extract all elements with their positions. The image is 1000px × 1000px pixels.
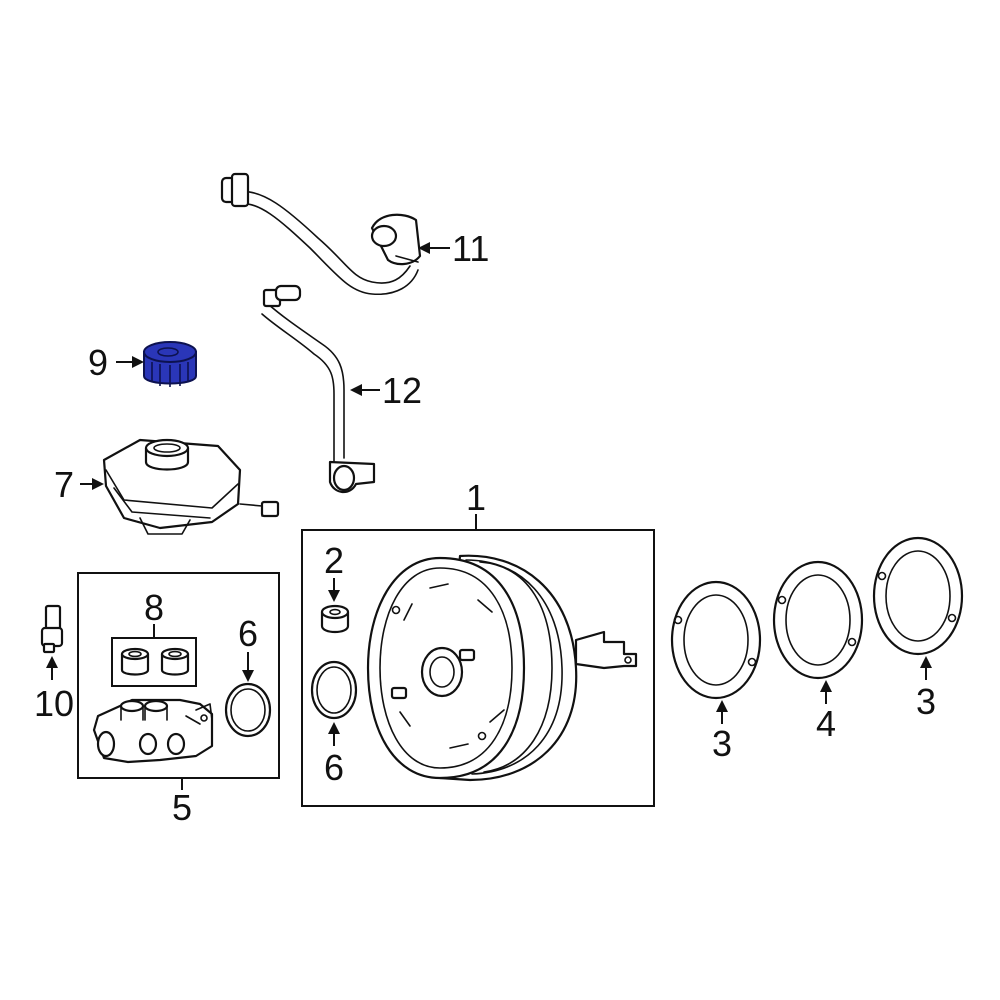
callout-2: 2 xyxy=(324,540,344,602)
part-8-seal-kit[interactable] xyxy=(111,637,197,687)
callout-9: 9 xyxy=(88,342,144,383)
callout-8: 8 xyxy=(144,587,164,638)
callout-2-label: 2 xyxy=(324,540,344,581)
callout-5-label: 5 xyxy=(172,787,192,828)
callout-3-right-label: 3 xyxy=(916,681,936,722)
callout-3-left: 3 xyxy=(712,700,732,764)
part-10-sensor[interactable] xyxy=(40,604,64,654)
callout-12-label: 12 xyxy=(382,370,422,411)
part-6-o-ring-master[interactable] xyxy=(224,682,272,738)
part-7-fluid-reservoir[interactable] xyxy=(102,438,280,535)
callout-11-label: 11 xyxy=(452,228,489,269)
callout-6-master-label: 6 xyxy=(238,613,258,654)
part-3-gasket-right[interactable] xyxy=(872,536,964,656)
part-11-vacuum-hose[interactable] xyxy=(220,172,422,295)
part-6-o-ring-booster[interactable] xyxy=(310,660,358,720)
part-4-gasket[interactable] xyxy=(772,560,864,680)
brake-booster-box xyxy=(301,529,655,807)
part-9-reservoir-cap[interactable] xyxy=(143,341,197,387)
callout-12: 12 xyxy=(350,370,422,411)
callout-3-left-label: 3 xyxy=(712,723,732,764)
callout-10: 10 xyxy=(34,656,74,724)
callout-8-label: 8 xyxy=(144,587,164,628)
callout-9-label: 9 xyxy=(88,342,108,383)
part-2-grommet[interactable] xyxy=(320,604,350,634)
callout-1-label: 1 xyxy=(466,477,486,518)
callout-5: 5 xyxy=(172,778,192,828)
callout-7: 7 xyxy=(54,464,104,505)
callout-10-label: 10 xyxy=(34,683,74,724)
callout-3-right: 3 xyxy=(916,656,936,722)
callout-6-master: 6 xyxy=(238,613,258,682)
callout-11: 11 xyxy=(418,228,489,269)
callout-7-label: 7 xyxy=(54,464,74,505)
callout-1: 1 xyxy=(466,477,486,530)
brake-booster[interactable] xyxy=(366,554,638,782)
part-12-vacuum-tube[interactable] xyxy=(261,284,376,494)
callout-6-booster-label: 6 xyxy=(324,747,344,788)
part-3-gasket-left[interactable] xyxy=(670,580,762,700)
callout-4-label: 4 xyxy=(816,703,836,744)
callout-4: 4 xyxy=(816,680,836,744)
master-cylinder-body[interactable] xyxy=(92,698,214,764)
callout-6-booster: 6 xyxy=(324,722,344,788)
master-cylinder-box xyxy=(77,572,280,779)
